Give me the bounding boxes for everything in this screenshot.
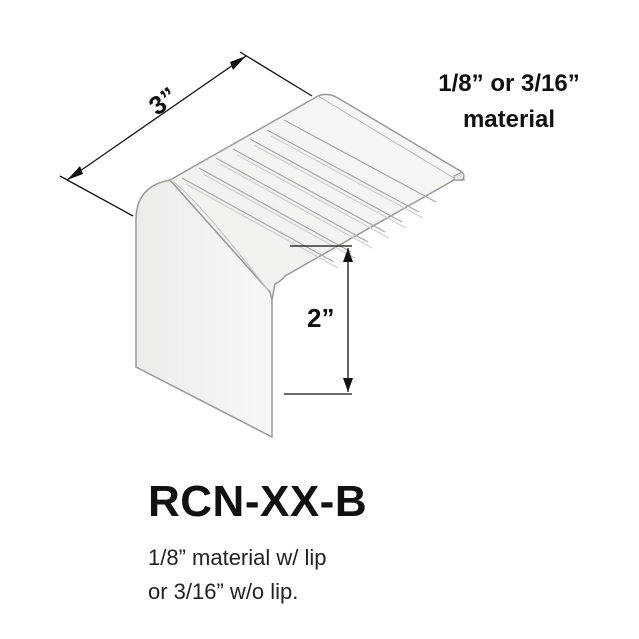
height-label: 2” <box>307 303 335 333</box>
depth-arrow-front <box>67 166 83 180</box>
rib-2 <box>198 167 352 253</box>
tread-ribs <box>181 119 437 269</box>
rib-5-shadow <box>253 144 407 229</box>
rib-5 <box>249 138 403 223</box>
rib-7 <box>283 119 437 203</box>
rib-6-shadow <box>270 135 424 219</box>
description-line2: or 3/16” w/o lip. <box>148 579 299 604</box>
depth-dimension <box>59 51 313 217</box>
rib-4-shadow <box>236 154 390 239</box>
material-label-line2: material <box>462 106 556 133</box>
rib-1 <box>181 177 335 263</box>
height-arrow-bottom <box>343 378 353 392</box>
nose-edge <box>169 179 269 291</box>
tread-rear-edge <box>317 95 455 179</box>
height-dimension <box>284 245 353 395</box>
rib-1-shadow <box>185 183 339 269</box>
rib-4 <box>232 148 386 233</box>
depth-extension-front <box>59 175 134 217</box>
rib-2-shadow <box>202 173 356 259</box>
rib-6 <box>266 129 420 213</box>
depth-dimension-line <box>66 55 247 181</box>
material-thickness-label: 1/8” or 3/16” material <box>404 66 614 138</box>
depth-arrow-rear <box>230 56 246 70</box>
product-description: 1/8” material w/ lip or 3/16” w/o lip. <box>148 541 327 609</box>
rear-lip <box>453 171 465 181</box>
rib-3 <box>215 157 369 243</box>
description-line1: 1/8” material w/ lip <box>148 545 327 570</box>
product-code: RCN-XX-B <box>148 477 368 526</box>
material-label-line1: 1/8” or 3/16” <box>438 70 580 97</box>
height-arrow-top <box>343 248 353 262</box>
rib-3-shadow <box>219 163 373 249</box>
depth-extension-rear <box>239 51 313 97</box>
